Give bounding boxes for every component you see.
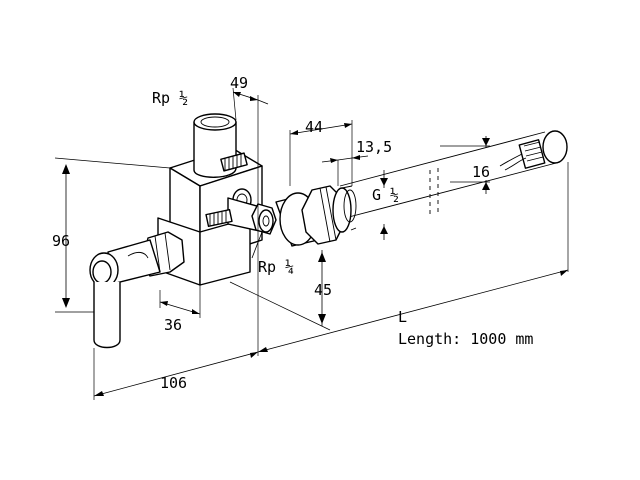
- label-dim-96: 96: [52, 232, 70, 250]
- label-dim-l: L: [398, 308, 407, 326]
- label-dim-16: 16: [472, 163, 490, 181]
- label-dim-106: 106: [160, 374, 187, 392]
- label-dim-45: 45: [314, 281, 332, 299]
- label-length-note: Length: 1000 mm: [398, 330, 533, 348]
- upper-test-nipple: [220, 152, 248, 172]
- label-rp-half: Rp ½: [152, 89, 188, 107]
- label-dim-36: 36: [164, 316, 182, 334]
- probe-tube: [339, 130, 568, 219]
- central-block: [157, 113, 263, 286]
- dimension-lines: [62, 91, 569, 397]
- label-g-half: G ½: [372, 186, 399, 204]
- label-dim-49: 49: [230, 74, 248, 92]
- labels: Rp ½ 49 44 13,5 16 G ½ 96 Rp ¼ 45 36 L L…: [52, 74, 533, 392]
- union-connection: [275, 185, 357, 247]
- tube-end-knob: [499, 139, 546, 171]
- label-dim-13-5: 13,5: [356, 138, 392, 156]
- label-rp-quarter: Rp ¼: [258, 258, 294, 276]
- extension-lines: [54, 87, 569, 400]
- label-dim-44: 44: [305, 118, 323, 136]
- left-handle: [89, 231, 185, 349]
